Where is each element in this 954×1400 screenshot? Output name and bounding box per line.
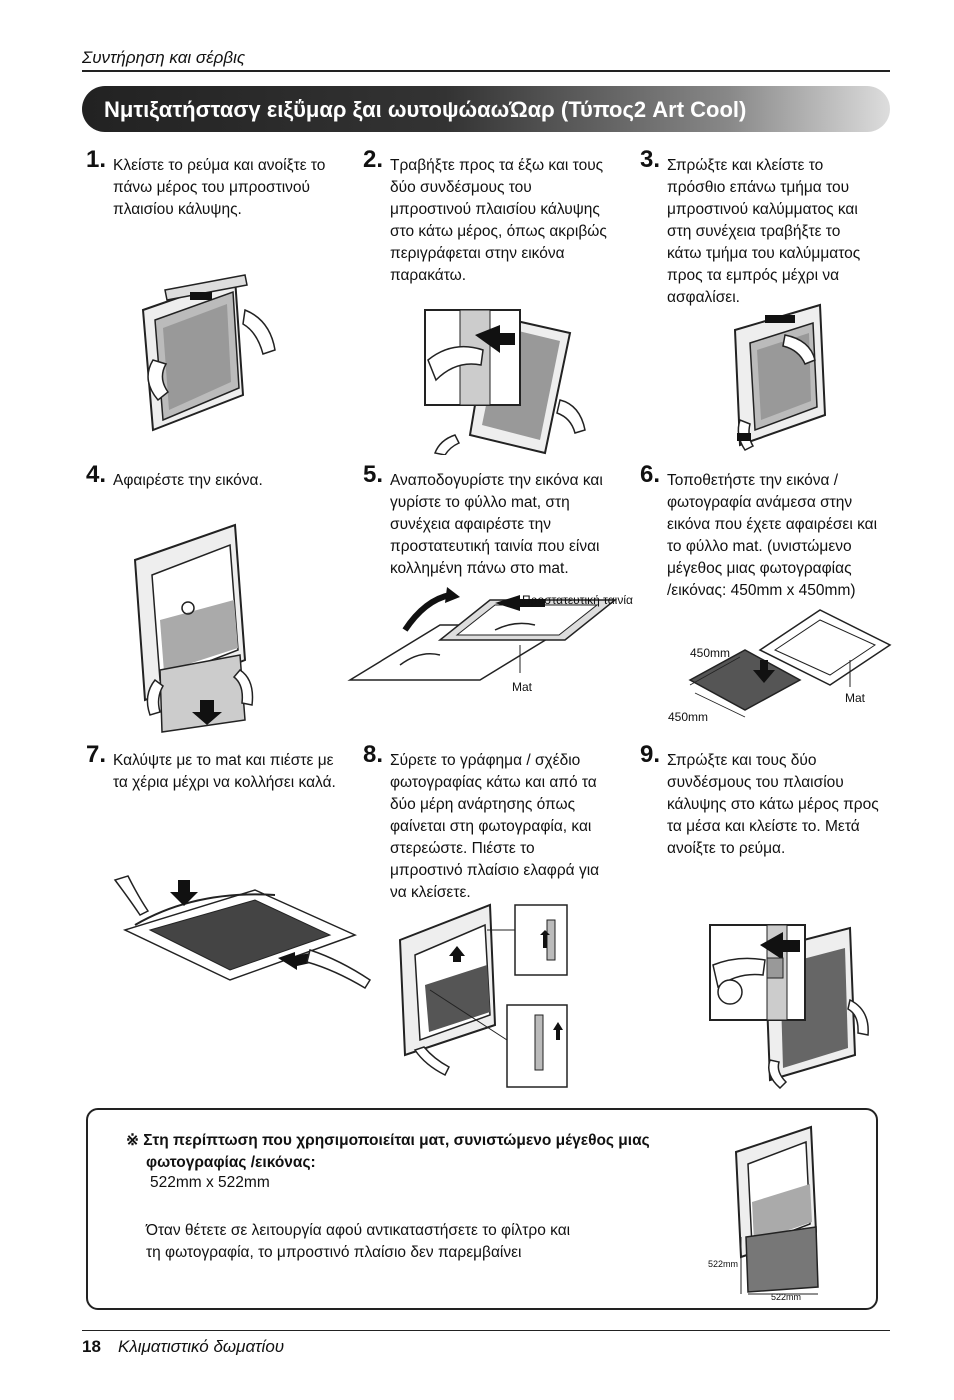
step-line: δύο μέρη ανάρτησης όπως bbox=[390, 796, 576, 813]
step-number: 9. bbox=[640, 741, 661, 768]
step-line: φωτογραφία ανάμεσα στην bbox=[667, 494, 853, 511]
step-text: Τραβήξτε προς τα έξω και τους δύο συνδέσ… bbox=[390, 155, 607, 287]
step-line: ασφαλίσει. bbox=[667, 289, 740, 306]
dimension-label: 522mm bbox=[771, 1292, 801, 1300]
step-2-illustration bbox=[424, 309, 586, 455]
step-number: 8. bbox=[363, 741, 384, 768]
step-line: πρόσθιο επάνω τμήμα του bbox=[667, 179, 850, 196]
note-body: Όταν θέτετε σε λειτουργία αφού αντικατασ… bbox=[146, 1220, 706, 1264]
step-text: Αφαιρέστε την εικόνα. bbox=[113, 470, 263, 492]
note-heading-line: φωτογραφίας /εικόνας: bbox=[146, 1154, 316, 1171]
dimension-label: 450mm bbox=[668, 710, 708, 724]
step-text: Τοποθετήστε την εικόνα / φωτογραφία ανάμ… bbox=[667, 470, 877, 602]
section-header: Συντήρηση και σέρβις bbox=[82, 48, 246, 67]
step-line: ανοίξτε το ρεύμα. bbox=[667, 840, 786, 857]
page-number: 18 bbox=[82, 1337, 101, 1356]
step-line: Τραβήξτε προς τα έξω και τους bbox=[390, 157, 604, 174]
step-number: 1. bbox=[86, 146, 107, 173]
note-body-line: Όταν θέτετε σε λειτουργία αφού αντικατασ… bbox=[146, 1222, 571, 1239]
step-line: Σύρετε το γράφημα / σχέδιο bbox=[390, 752, 581, 769]
step-number: 6. bbox=[640, 461, 661, 488]
step-line: Αναποδογυρίστε την εικόνα και bbox=[390, 472, 603, 489]
step-line: φαίνεται στη φωτογραφία, και bbox=[390, 818, 592, 835]
step-number: 5. bbox=[363, 461, 384, 488]
dimension-label: 522mm bbox=[708, 1259, 738, 1269]
step-text: Σπρώξτε και κλείστε το πρόσθιο επάνω τμή… bbox=[667, 155, 860, 309]
step-line: φωτογραφίας κάτω και από τα bbox=[390, 774, 597, 791]
step-6-illustration: 450mm 450mm Mat bbox=[668, 609, 892, 724]
step-line: /εικόνας: 450mm x 450mm) bbox=[667, 582, 856, 599]
footer-rule bbox=[82, 1330, 890, 1331]
step-line: δύο συνδέσμους του bbox=[390, 179, 532, 196]
step-line: μπροστινού καλύμματος και bbox=[667, 201, 858, 218]
page-title: Νμτιξατήστασγ ειξΰμαρ ξαι ωυτοψώαωΏαρ (Τ… bbox=[104, 97, 747, 122]
step-line: κάλυψης στο κάτω μέρος προς bbox=[667, 796, 879, 813]
step-line: στερεώστε. Πιέστε το bbox=[390, 840, 535, 857]
step-line: κολλημένη πάνω στο mat. bbox=[390, 560, 569, 577]
step-line: μέγεθος μιας φωτογραφίας bbox=[667, 560, 852, 577]
step-number: 4. bbox=[86, 461, 107, 488]
step-line: τα μέσα και κλείστε το. Μετά bbox=[667, 818, 860, 835]
note-body-line: τη φωτογραφία, το μπροστινό πλαίσιο δεν … bbox=[146, 1244, 522, 1261]
footer-title: Κλιματιστικό δωματίου bbox=[118, 1337, 285, 1356]
step-line: Σπρώξτε και τους δύο bbox=[667, 752, 817, 769]
mat-label: Mat bbox=[512, 680, 533, 694]
step-line: τα χέρια μέχρι να κολλήσει καλά. bbox=[113, 774, 336, 791]
step-line: Τοποθετήστε την εικόνα / bbox=[667, 472, 839, 489]
step-line: προς τα εμπρός μέχρι να bbox=[667, 267, 840, 284]
step-line: παρακάτω. bbox=[390, 267, 467, 284]
step-8-illustration bbox=[398, 903, 568, 1088]
step-text: Καλύψτε με το mat και πιέστε με τα χέρια… bbox=[113, 750, 336, 794]
step-line: συνέχεια αφαιρέστε την bbox=[390, 516, 552, 533]
dimension-label: 450mm bbox=[690, 646, 730, 660]
step-9-illustration bbox=[709, 924, 869, 1090]
step-text: Κλείστε το ρεύμα και ανοίξτε το πάνω μέρ… bbox=[113, 155, 325, 221]
step-line: κάτω τμήμα του καλύμματος bbox=[667, 245, 861, 262]
step-line: μπροστινού πλαισίου κάλυψης bbox=[390, 201, 600, 218]
step-4-illustration bbox=[133, 523, 254, 733]
step-text: Αναποδογυρίστε την εικόνα και γυρίστε το… bbox=[390, 470, 603, 580]
step-line: Αφαιρέστε την εικόνα. bbox=[113, 472, 263, 489]
step-number: 7. bbox=[86, 741, 107, 768]
mat-label: Mat bbox=[845, 691, 866, 705]
step-1-illustration bbox=[141, 274, 276, 432]
step-line: στη συνέχεια τραβήξτε το bbox=[667, 223, 841, 240]
step-line: περιγράφεται στην εικόνα bbox=[390, 245, 565, 262]
step-5-illustration: Προστατευτική ταινία Mat bbox=[347, 587, 633, 694]
step-line: συνδέσμους του πλαισίου bbox=[667, 774, 844, 791]
note-illustration: 522mm 522mm bbox=[708, 1125, 819, 1300]
step-line: Σπρώξτε και κλείστε το bbox=[667, 157, 824, 174]
step-line: να κλείσετε. bbox=[390, 884, 471, 901]
step-line: γυρίστε το φύλλο mat, στη bbox=[390, 494, 570, 511]
step-line: Καλύψτε με το mat και πιέστε με bbox=[113, 752, 334, 769]
step-line: εικόνα που έχετε αφαιρέσει και bbox=[667, 516, 878, 533]
note-heading: ※ Στη περίπτωση που χρησιμοποιείται ματ,… bbox=[126, 1130, 650, 1174]
step-7-illustration bbox=[113, 875, 372, 990]
step-text: Σπρώξτε και τους δύο συνδέσμους του πλαι… bbox=[667, 750, 879, 860]
step-line: προστατευτική ταινία που είναι bbox=[390, 538, 600, 555]
step-text: Σύρετε το γράφημα / σχέδιο φωτογραφίας κ… bbox=[390, 750, 599, 904]
step-line: πάνω μέρος του μπροστινού bbox=[113, 179, 310, 196]
note-size: 522mm x 522mm bbox=[150, 1174, 270, 1191]
step-number: 3. bbox=[640, 146, 661, 173]
step-3-illustration bbox=[733, 303, 827, 451]
title-banner: Νμτιξατήστασγ ειξΰμαρ ξαι ωυτοψώαωΏαρ (Τ… bbox=[82, 86, 890, 132]
header-rule bbox=[82, 70, 890, 72]
tape-label: Προστατευτική ταινία bbox=[522, 593, 633, 607]
note-heading-line: ※ Στη περίπτωση που χρησιμοποιείται ματ,… bbox=[126, 1132, 650, 1149]
step-line: το φύλλο mat. (υνιστώμενο bbox=[667, 538, 852, 555]
step-line: μπροστινό πλαίσιο ελαφρά για bbox=[390, 862, 600, 879]
step-line: πλαισίου κάλυψης. bbox=[113, 201, 242, 218]
step-number: 2. bbox=[363, 146, 384, 173]
note-box: ※ Στη περίπτωση που χρησιμοποιείται ματ,… bbox=[86, 1108, 878, 1310]
step-line: Κλείστε το ρεύμα και ανοίξτε το bbox=[113, 157, 326, 174]
step-line: στο κάτω μέρος, όπως ακριβώς bbox=[390, 223, 607, 240]
